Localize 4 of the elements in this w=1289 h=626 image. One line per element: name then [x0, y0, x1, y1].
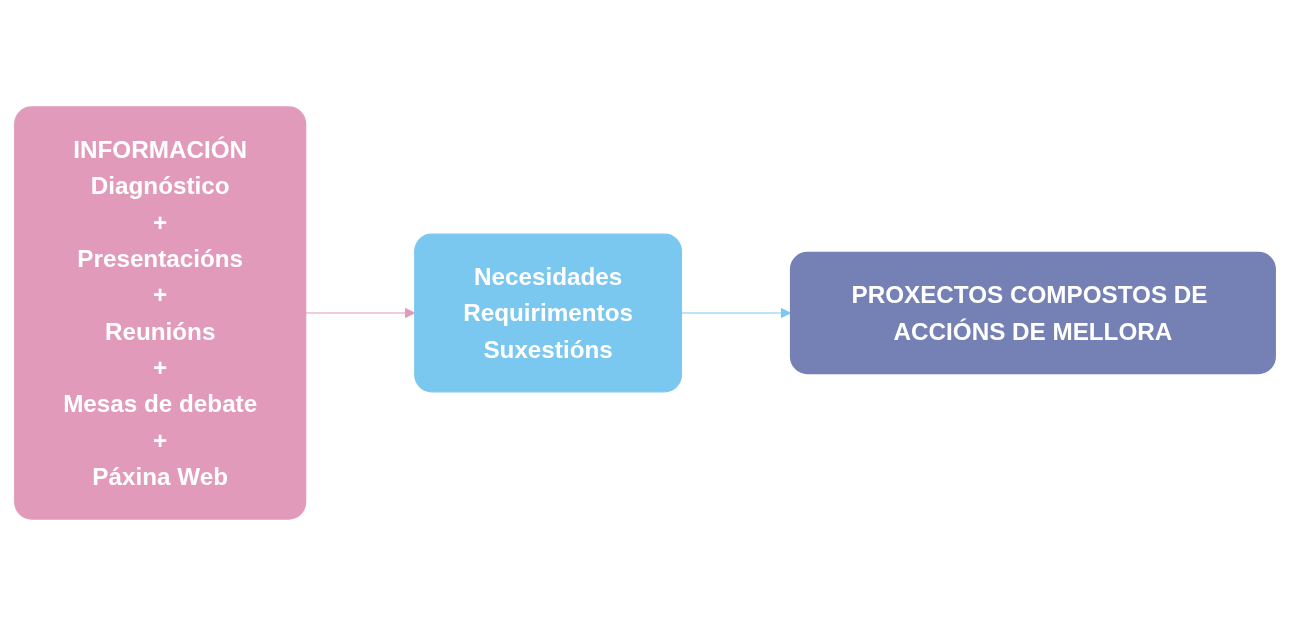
arrow	[680, 307, 791, 319]
node-box: Necesidades Requirimentos Suxestións	[413, 233, 682, 393]
node-box: INFORMACIÓN Diagnóstico + Presentacións + Reunións + Mesas de debate + Páxina Web	[13, 106, 306, 520]
node-box: PROXECTOS COMPOSTOS DE ACCIÓNS DE MELLORA	[789, 251, 1276, 375]
